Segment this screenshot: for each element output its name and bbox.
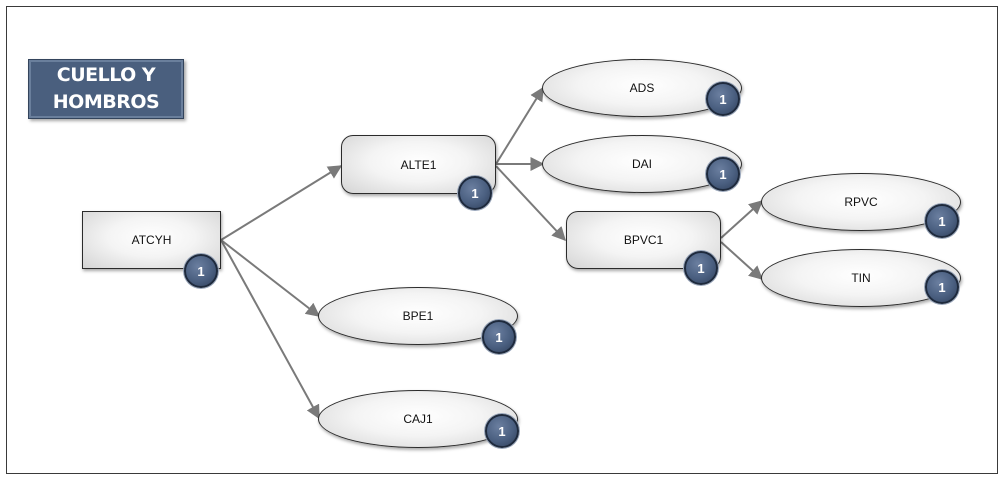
node-label: DAI: [631, 157, 652, 171]
node-label: TIN: [851, 271, 871, 285]
node-label: BPE1: [402, 309, 434, 323]
node-caj1[interactable]: CAJ1: [318, 390, 518, 448]
node-label: ATCYH: [131, 233, 172, 247]
title-box: CUELLO Y HOMBROS: [28, 59, 184, 119]
node-label: RPVC: [844, 195, 878, 209]
node-label: BPVC1: [623, 233, 664, 247]
badge-tin: 1: [925, 270, 959, 304]
badge-rpvc: 1: [925, 204, 959, 238]
badge-bpe1: 1: [482, 320, 516, 354]
badge-dai: 1: [706, 157, 740, 191]
badge-alte1: 1: [458, 176, 492, 210]
node-label: CAJ1: [403, 412, 433, 426]
node-label: ADS: [629, 81, 655, 95]
badge-bpvc1: 1: [684, 251, 718, 285]
badge-ads: 1: [706, 82, 740, 116]
badge-atcyh: 1: [184, 254, 218, 288]
diagram-frame: [6, 6, 998, 474]
badge-caj1: 1: [485, 414, 519, 448]
node-label: ALTE1: [400, 157, 437, 172]
diagram-title: CUELLO Y HOMBROS: [52, 64, 160, 113]
